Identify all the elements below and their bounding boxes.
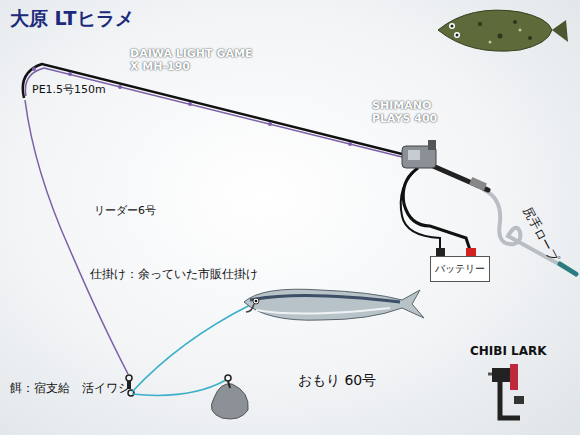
rod-name: DAIWA LIGHT GAME X MH-190 <box>130 48 255 73</box>
leader-spec: リーダー6号 <box>94 205 156 218</box>
electric-reel <box>402 140 436 168</box>
battery-box: バッテリー <box>430 256 490 282</box>
flounder <box>438 10 568 51</box>
rig-note: 仕掛け：余っていた市販仕掛け <box>90 268 258 282</box>
bait-note: 餌：宿支給 活イワシ <box>10 382 130 396</box>
holder-name: CHIBI LARK <box>470 345 547 359</box>
rod-holder <box>488 364 524 418</box>
line-spec: PE1.5号150m <box>32 84 106 97</box>
title: 大原 LTヒラメ <box>10 8 134 30</box>
live-sardine <box>244 289 424 320</box>
sinker-spec: おもり 60号 <box>298 372 376 388</box>
reel-name: SHIMANO PLAYS 400 <box>372 100 442 125</box>
battery-label: バッテリー <box>435 262 485 276</box>
